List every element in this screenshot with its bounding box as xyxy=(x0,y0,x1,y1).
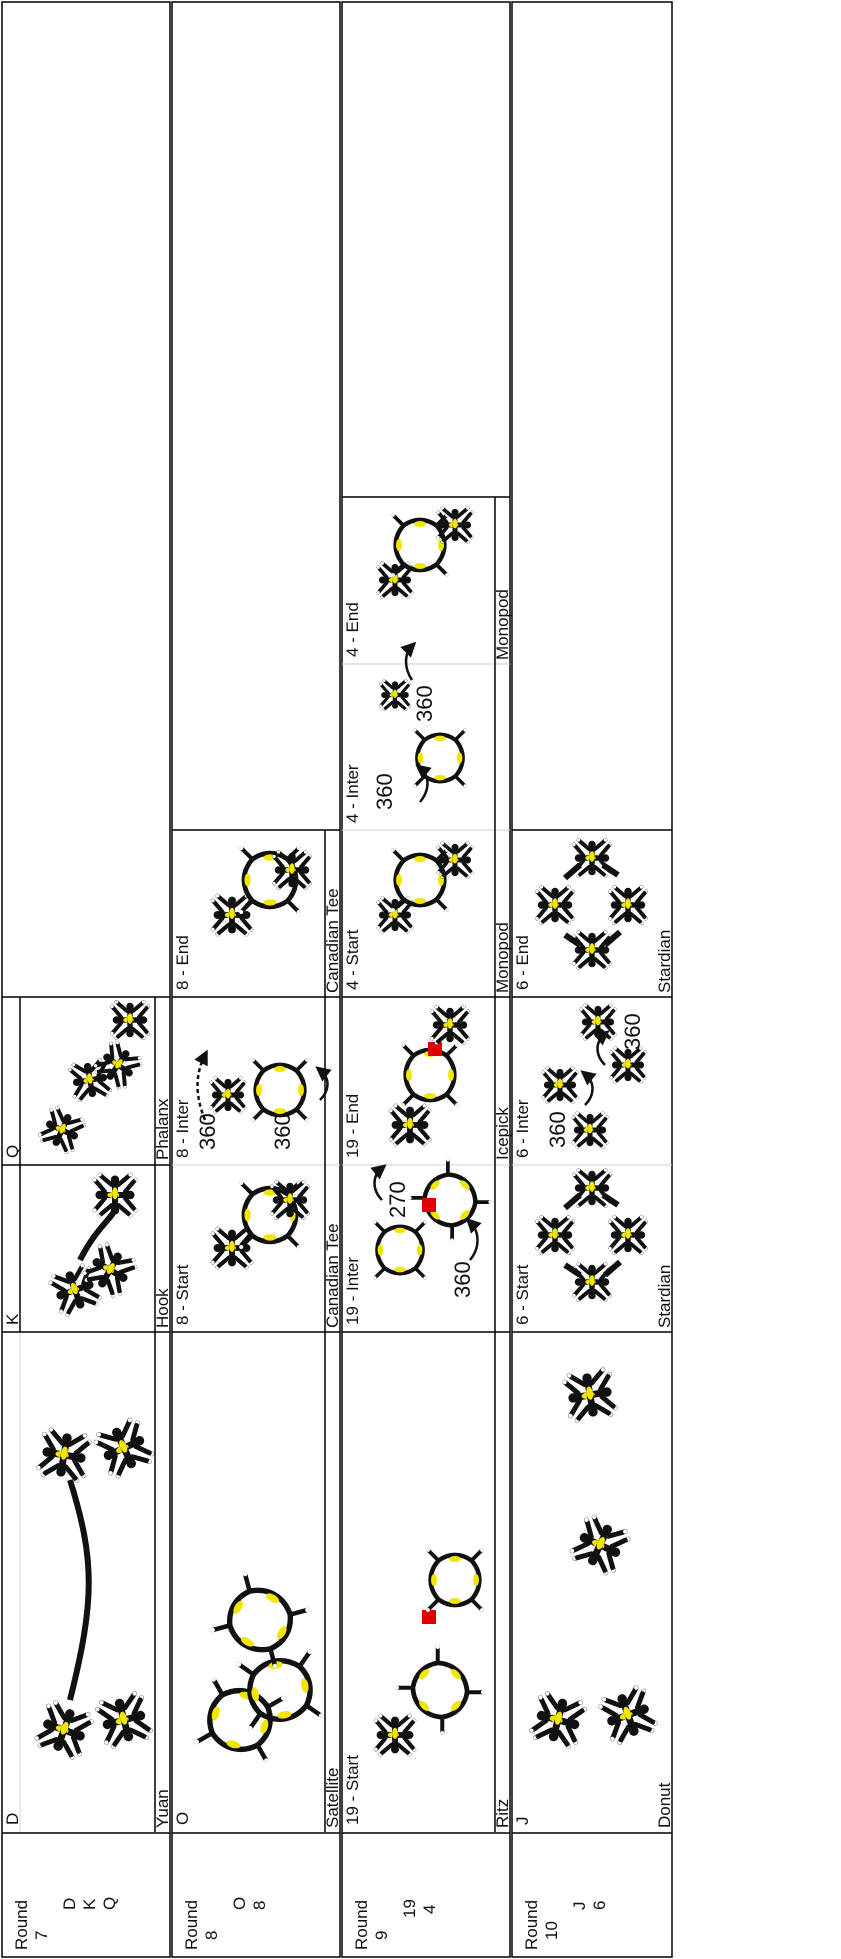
formation-diagram xyxy=(198,1055,328,1122)
formation-cell: 8 - Inter 360 360 xyxy=(173,1055,328,1158)
formation-name: Stardian xyxy=(655,930,674,993)
formation-name: Icepick xyxy=(493,1107,512,1160)
sequence-item: K xyxy=(80,1898,99,1910)
sequence-item: D xyxy=(60,1898,79,1910)
rotation-degrees: 270 xyxy=(385,1181,410,1218)
formation-cell: O Satellite xyxy=(173,1571,342,1828)
round-7-header: Round 7 D K Q xyxy=(12,1897,119,1950)
formation-diagram xyxy=(377,842,474,934)
formation-cell: 19 - Start Ritz xyxy=(343,1548,512,1828)
cell-label: 4 - End xyxy=(343,602,362,657)
rotation-degrees: 360 xyxy=(270,1113,295,1150)
formation-name: Canadian Tee xyxy=(323,888,342,993)
formation-name: Yuan xyxy=(153,1789,172,1828)
formation-cell: J Donut xyxy=(513,1366,674,1828)
round-8-header: Round 8 O 8 xyxy=(182,1897,269,1950)
rotation-degrees: 360 xyxy=(545,1111,570,1148)
cell-label: 8 - Inter xyxy=(173,1099,192,1158)
sequence-item: 8 xyxy=(250,1901,269,1910)
formation-cell: 6 - Start Stardian xyxy=(513,1168,674,1328)
round-title: Round xyxy=(182,1900,201,1950)
formation-diagram xyxy=(374,1548,486,1756)
formation-cell: D Yuan xyxy=(3,1415,172,1828)
formation-cell: Q Phalanx xyxy=(3,1000,172,1160)
formation-diagram xyxy=(211,1180,310,1269)
round-title: Round xyxy=(352,1900,371,1950)
rotation-degrees: 360 xyxy=(450,1261,475,1298)
formation-cell: 6 - Inter 360 360 xyxy=(513,1004,646,1158)
formation-diagram xyxy=(377,507,474,599)
cell-label: Q xyxy=(3,1145,22,1158)
cell-label: 19 - Inter xyxy=(343,1257,362,1325)
formation-diagram xyxy=(535,1168,647,1301)
formation-name: Monopod xyxy=(493,589,512,660)
formation-cell: 19 - Inter 360 270 xyxy=(343,1157,493,1325)
round-title: Round xyxy=(12,1900,31,1950)
formation-cell: 8 - End Canadian Tee xyxy=(173,846,342,993)
formation-diagram xyxy=(211,846,312,936)
cell-label: 6 - Start xyxy=(513,1264,532,1325)
round-10-header: Round 10 J 6 xyxy=(522,1900,609,1950)
cell-label: 4 - Inter xyxy=(343,764,362,823)
cell-label: 19 - End xyxy=(343,1094,362,1158)
round-10: Round 10 J 6 J Donut 6 - Start Stardian xyxy=(512,2,674,1957)
cell-label: K xyxy=(3,1313,22,1325)
formation-diagram xyxy=(32,1415,157,1762)
formation-diagram xyxy=(36,1000,150,1156)
rotation-degrees: 360 xyxy=(620,1013,645,1050)
formation-name: Ritz xyxy=(493,1799,512,1828)
formation-cell: 19 - End Icepick xyxy=(343,1005,512,1160)
sequence-item: O xyxy=(230,1897,249,1910)
formation-cell: 6 - End Stardian xyxy=(513,838,674,993)
formation-diagram xyxy=(194,1571,324,1764)
cell-label: 6 - Inter xyxy=(513,1099,532,1158)
cell-label: 19 - Start xyxy=(343,1755,362,1825)
formation-cell: 4 - Start Monopod xyxy=(343,842,512,993)
sequence-item: Q xyxy=(100,1897,119,1910)
formation-name: Hook xyxy=(153,1288,172,1328)
rotation-degrees: 360 xyxy=(372,773,397,810)
rotation-degrees: 360 xyxy=(412,685,437,722)
round-number: 8 xyxy=(202,1931,221,1940)
round-number: 10 xyxy=(542,1921,561,1940)
sequence-item: 19 xyxy=(400,1899,419,1918)
cell-label: O xyxy=(173,1812,192,1825)
formation-name: Monopod xyxy=(493,922,512,993)
formation-name: Canadian Tee xyxy=(323,1223,342,1328)
round-number: 9 xyxy=(372,1931,391,1940)
sequence-item: 4 xyxy=(420,1905,439,1914)
round-7: Round 7 D K Q D Yuan K Hook xyxy=(2,2,172,1957)
sequence-item: 6 xyxy=(590,1901,609,1910)
formation-name: Donut xyxy=(655,1782,674,1828)
round-title: Round xyxy=(522,1900,541,1950)
formation-diagram xyxy=(535,838,647,969)
cell-label: J xyxy=(513,1817,532,1826)
cell-label: 8 - Start xyxy=(173,1264,192,1325)
round-9-header: Round 9 19 4 xyxy=(352,1899,439,1950)
round-8: Round 8 O 8 O Satellite 8 - Start Canadi… xyxy=(172,2,342,1957)
formation-name: Satellite xyxy=(323,1768,342,1828)
cell-label: 4 - Start xyxy=(343,929,362,990)
cell-label: 8 - End xyxy=(173,935,192,990)
round-number: 7 xyxy=(32,1931,51,1940)
formation-diagram xyxy=(389,1005,470,1146)
rotation-degrees: 360 xyxy=(195,1113,220,1150)
formation-cell: K Hook xyxy=(3,1173,172,1328)
formation-cell: 4 - Inter 360 360 xyxy=(343,646,467,823)
formation-name: Phalanx xyxy=(153,1098,172,1160)
formation-diagram xyxy=(46,1173,140,1319)
cell-label: D xyxy=(3,1813,22,1825)
formation-name: Stardian xyxy=(655,1265,674,1328)
round-9: Round 9 19 4 19 - Start Ritz 19 - Inter xyxy=(342,2,512,1957)
formation-cell: 8 - Start Canadian Tee xyxy=(173,1180,342,1328)
formation-cell: 4 - End Monopod xyxy=(343,507,512,660)
sequence-item: J xyxy=(570,1902,589,1911)
formation-diagram xyxy=(528,1366,660,1750)
cell-label: 6 - End xyxy=(513,935,532,990)
